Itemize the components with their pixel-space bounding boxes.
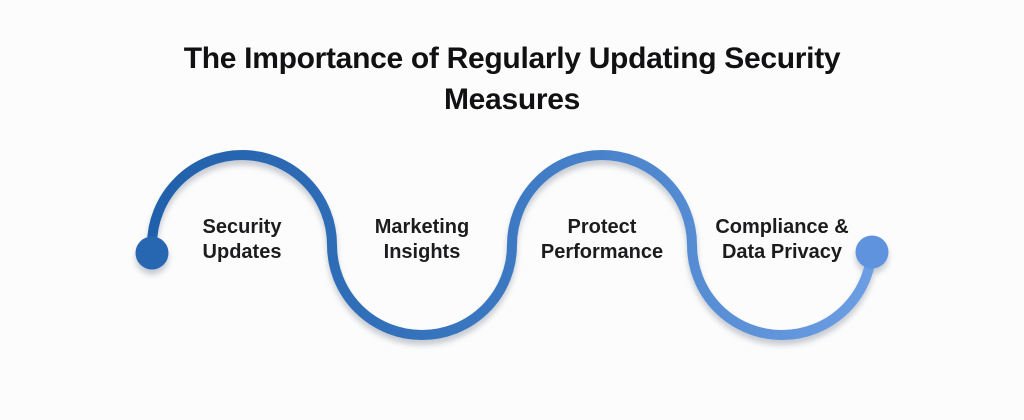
step-label-security-updates: Security Updates [152, 215, 332, 265]
step-label-marketing-insights: Marketing Insights [332, 215, 512, 265]
step-label-line2: Updates [202, 241, 282, 263]
step-label-line1: Compliance & [715, 216, 849, 238]
step-label-protect-performance: Protect Performance [512, 215, 692, 265]
step-label-compliance-data-privacy: Compliance & Data Privacy [692, 215, 872, 265]
diagram-title-line2: Measures [443, 83, 580, 116]
step-label-line1: Marketing [374, 216, 470, 238]
wave-line [146, 150, 877, 340]
step-label-line2: Data Privacy [721, 241, 843, 263]
step-label-line2: Insights [383, 241, 461, 263]
step-label-line1: Protect [567, 216, 637, 238]
diagram-title-line1: The Importance of Regularly Updating Sec… [183, 42, 841, 75]
step-label-line2: Performance [540, 241, 664, 263]
diagram-title: The Importance of Regularly Updating Sec… [0, 38, 1024, 120]
step-label-line1: Security [202, 216, 282, 238]
start-dot [135, 236, 169, 270]
end-dot [855, 235, 889, 269]
